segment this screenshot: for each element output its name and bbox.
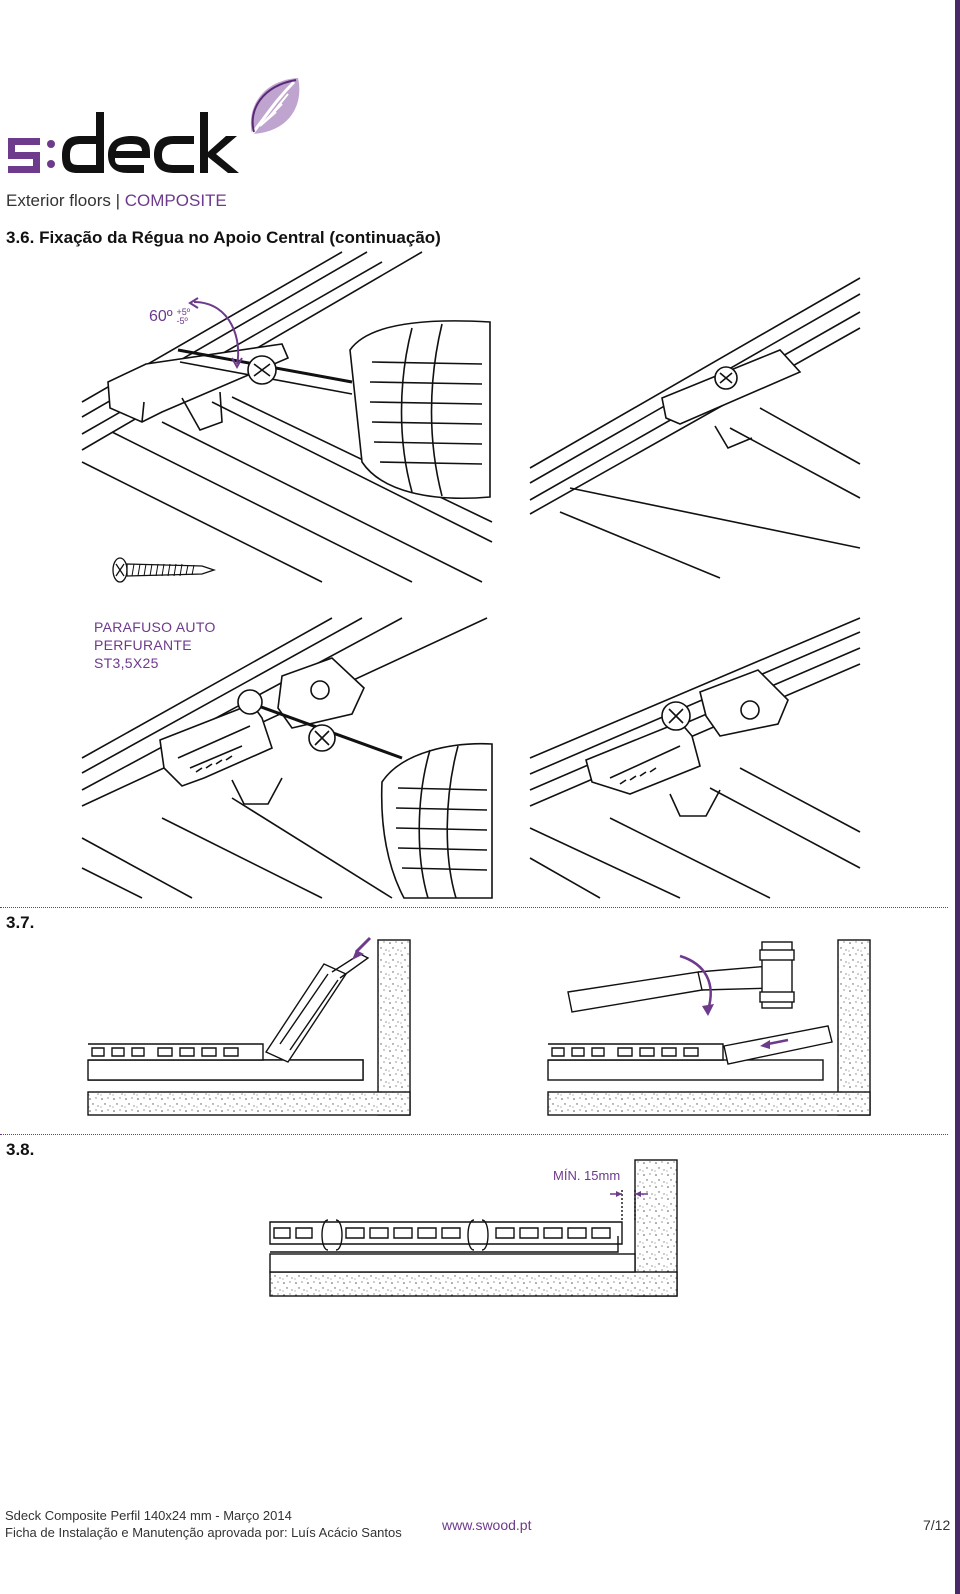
figure-screw-fixed bbox=[529, 277, 861, 579]
angle-arc bbox=[193, 301, 240, 365]
angle-plus: +5º bbox=[176, 307, 191, 318]
section-divider bbox=[0, 1134, 948, 1135]
page-edge-bar bbox=[955, 0, 960, 1594]
page-number: 7/12 bbox=[923, 1517, 951, 1533]
section-title-3-8: 3.8. bbox=[6, 1140, 35, 1159]
figure-min-gap bbox=[269, 1159, 678, 1297]
section-divider bbox=[0, 907, 948, 908]
tagline-accent: COMPOSITE bbox=[124, 191, 227, 210]
angle-main: 60º bbox=[149, 308, 173, 325]
footer-line-2: Ficha de Instalação e Manutenção aprovad… bbox=[5, 1525, 402, 1540]
hammer-icon bbox=[567, 971, 703, 1013]
footer-info: Sdeck Composite Perfil 140x24 mm - Março… bbox=[5, 1507, 402, 1541]
screw-label-line-3: ST3,5X25 bbox=[94, 655, 159, 671]
tagline-main: Exterior floors bbox=[6, 191, 111, 210]
footer-url-link[interactable]: www.swood.pt bbox=[442, 1517, 532, 1533]
section-title-3-7: 3.7. bbox=[6, 913, 35, 932]
sdeck-logo bbox=[4, 72, 314, 212]
min-gap-label: MÍN. 15mm bbox=[553, 1168, 621, 1183]
tagline-separator: | bbox=[115, 191, 121, 210]
angle-minus: -5º bbox=[176, 316, 188, 327]
leaf-logo-icon bbox=[8, 78, 300, 173]
screw-label: PARAFUSO AUTO PERFURANTE ST3,5X25 bbox=[94, 618, 294, 672]
figure-board-insert bbox=[87, 936, 411, 1116]
figure-drill-angle bbox=[81, 251, 493, 583]
figure-clip-fixed bbox=[529, 617, 861, 899]
screw-icon bbox=[112, 557, 217, 583]
arrow-icon bbox=[354, 936, 372, 954]
section-title-3-6: 3.6. Fixação da Régua no Apoio Central (… bbox=[6, 228, 441, 247]
figure-hammer-tap bbox=[547, 939, 871, 1116]
brand-tagline: Exterior floors | COMPOSITE bbox=[6, 191, 227, 211]
figure-drill-clip bbox=[81, 617, 493, 899]
screw-label-line-2: PERFURANTE bbox=[94, 637, 192, 653]
angle-label: 60º +5º -5º bbox=[149, 308, 190, 326]
footer-line-1: Sdeck Composite Perfil 140x24 mm - Março… bbox=[5, 1508, 292, 1523]
screw-label-line-1: PARAFUSO AUTO bbox=[94, 619, 216, 635]
